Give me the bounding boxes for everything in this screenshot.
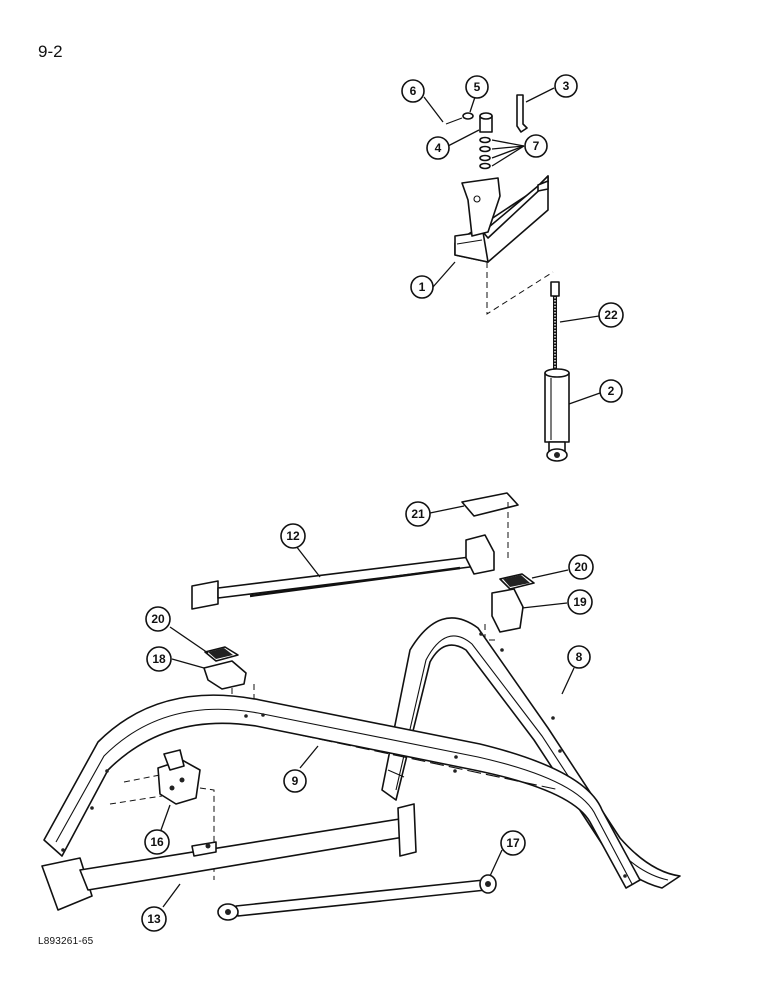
callout-4: 4 bbox=[426, 136, 450, 160]
bracket-part-right bbox=[491, 588, 524, 633]
callout-17-label: 17 bbox=[506, 836, 520, 850]
callout-6-label: 6 bbox=[410, 84, 417, 98]
callout-2-label: 2 bbox=[608, 384, 615, 398]
callout-8-label: 8 bbox=[576, 650, 583, 664]
callout-18-label: 18 bbox=[152, 652, 166, 666]
callout-7: 7 bbox=[524, 134, 548, 158]
callout-5: 5 bbox=[465, 75, 489, 99]
washer-stack-part bbox=[479, 136, 491, 170]
callout-7-label: 7 bbox=[533, 139, 540, 153]
callout-3: 3 bbox=[554, 74, 578, 98]
upper-assembly bbox=[445, 94, 570, 462]
callout-8: 8 bbox=[567, 645, 591, 669]
callout-16-label: 16 bbox=[150, 835, 164, 849]
callout-6: 6 bbox=[401, 79, 425, 103]
arm-housing-part bbox=[454, 175, 549, 263]
lower-assembly bbox=[41, 492, 681, 921]
small-pin-part bbox=[445, 117, 463, 125]
callout-19-label: 19 bbox=[573, 595, 587, 609]
callout-21: 21 bbox=[405, 501, 431, 527]
lower-cross-tube-part bbox=[41, 803, 417, 911]
callout-13: 13 bbox=[141, 906, 167, 932]
washer-part bbox=[462, 112, 474, 120]
mount-bracket-part bbox=[109, 749, 215, 880]
callout-2: 2 bbox=[599, 379, 623, 403]
cylinder-tube-part bbox=[544, 368, 570, 462]
callout-22: 22 bbox=[598, 302, 624, 328]
callout-18: 18 bbox=[146, 646, 172, 672]
callout-3-label: 3 bbox=[563, 79, 570, 93]
plate-part bbox=[461, 492, 519, 517]
callout-13-label: 13 bbox=[147, 912, 161, 926]
callout-17: 17 bbox=[500, 830, 526, 856]
callout-20b-label: 20 bbox=[574, 560, 588, 574]
callout-20a: 20 bbox=[145, 606, 171, 632]
callout-20b: 20 bbox=[568, 554, 594, 580]
callout-22-label: 22 bbox=[604, 308, 618, 322]
cross-bar-part bbox=[191, 534, 495, 610]
callout-12-label: 12 bbox=[286, 529, 300, 543]
lower-link-rod-part bbox=[217, 874, 497, 921]
callout-9: 9 bbox=[283, 769, 307, 793]
callout-20a-label: 20 bbox=[151, 612, 165, 626]
l-pin-part bbox=[516, 94, 528, 133]
callout-21-label: 21 bbox=[411, 507, 425, 521]
page-number: 9-2 bbox=[38, 42, 63, 61]
front-frame-arch-part bbox=[43, 632, 641, 889]
threaded-rod-part bbox=[550, 281, 560, 375]
callout-4-label: 4 bbox=[435, 141, 442, 155]
callout-19: 19 bbox=[567, 589, 593, 615]
callout-5-label: 5 bbox=[474, 80, 481, 94]
callout-1-label: 1 bbox=[419, 280, 426, 294]
callout-12: 12 bbox=[280, 523, 306, 549]
callout-1: 1 bbox=[410, 275, 434, 299]
callout-9-label: 9 bbox=[292, 774, 299, 788]
leader-lines bbox=[160, 87, 601, 908]
reference-code: L893261-65 bbox=[38, 936, 94, 947]
callout-16: 16 bbox=[144, 829, 170, 855]
bracket-part-left bbox=[203, 660, 247, 690]
